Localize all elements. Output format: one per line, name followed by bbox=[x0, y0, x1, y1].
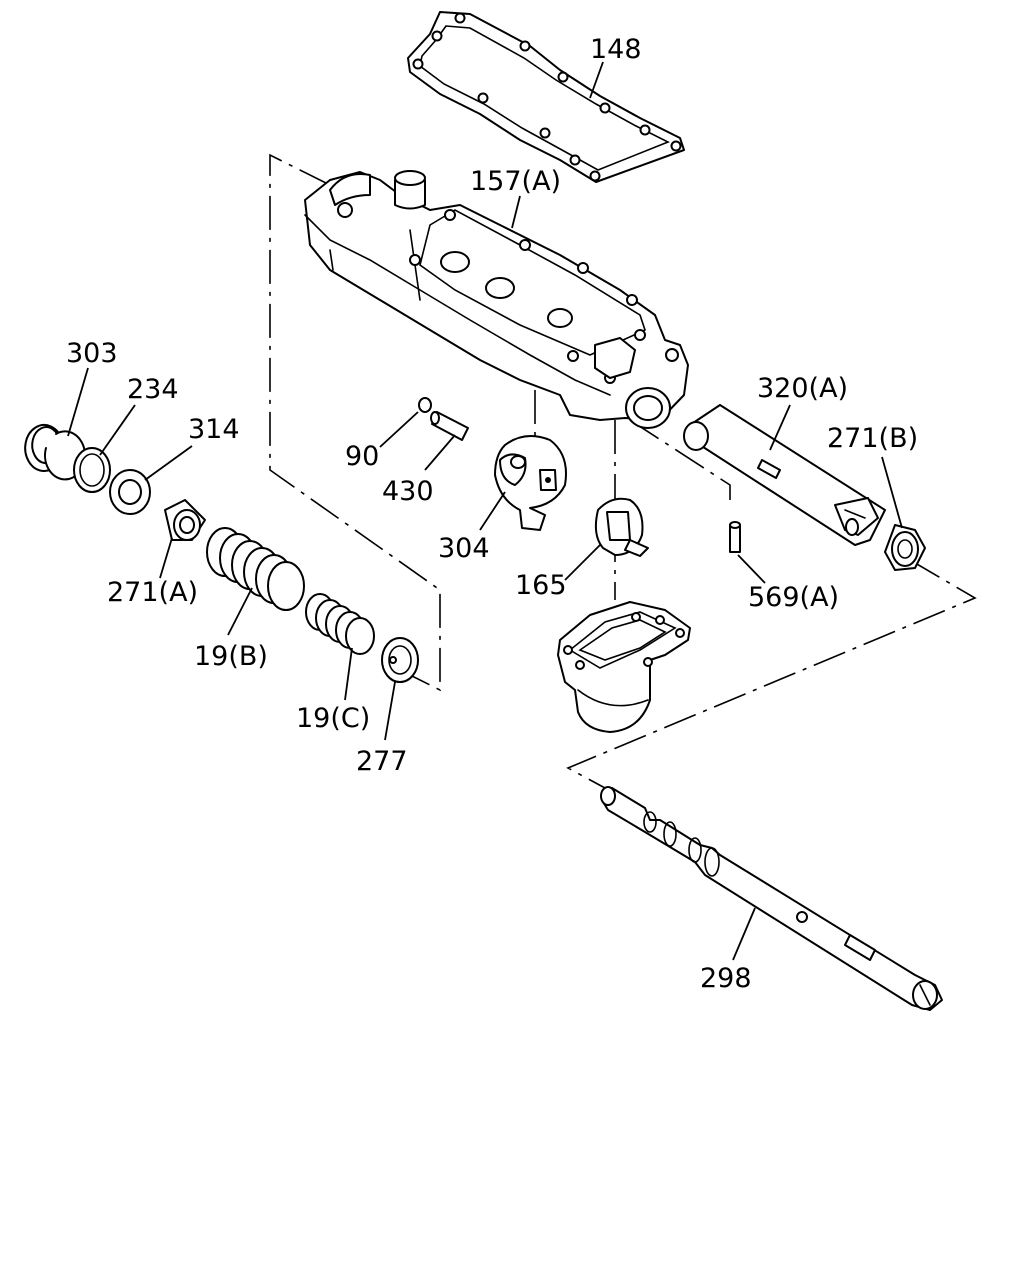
label-157a: 157(A) bbox=[470, 166, 561, 197]
label-304: 304 bbox=[438, 533, 490, 564]
label-148: 148 bbox=[590, 34, 642, 65]
label-234: 234 bbox=[127, 374, 179, 405]
o-ring-90 bbox=[418, 397, 432, 413]
plate-165 bbox=[594, 497, 649, 557]
pin-430 bbox=[430, 411, 469, 441]
pin-569a bbox=[729, 521, 741, 553]
washer-314 bbox=[109, 469, 151, 515]
spring-19b bbox=[206, 527, 305, 611]
label-90: 90 bbox=[345, 441, 379, 472]
leader-lines bbox=[67, 61, 903, 961]
snap-ring-234 bbox=[73, 447, 111, 493]
label-430: 430 bbox=[382, 476, 434, 507]
phantom-lines bbox=[269, 153, 977, 789]
bushing-271b bbox=[884, 524, 926, 571]
label-298: 298 bbox=[700, 963, 752, 994]
label-303: 303 bbox=[66, 338, 118, 369]
spring-19c bbox=[305, 593, 375, 655]
label-277: 277 bbox=[356, 746, 408, 777]
gasket-148 bbox=[407, 11, 685, 183]
lower-housing bbox=[557, 601, 691, 733]
retainer-277 bbox=[381, 637, 419, 683]
label-19b: 19(B) bbox=[194, 641, 268, 672]
label-569a: 569(A) bbox=[748, 582, 839, 613]
label-271b: 271(B) bbox=[827, 423, 918, 454]
label-165: 165 bbox=[515, 570, 567, 601]
sleeve-320a bbox=[683, 404, 886, 546]
shaft-298 bbox=[600, 786, 943, 1011]
label-19c: 19(C) bbox=[296, 703, 370, 734]
lever-304 bbox=[494, 435, 567, 531]
label-314: 314 bbox=[188, 414, 240, 445]
part-labels: 148 157(A) 303 234 314 90 430 320(A) 271… bbox=[66, 34, 918, 994]
label-271a: 271(A) bbox=[107, 577, 198, 608]
housing-157a bbox=[304, 170, 689, 429]
label-320a: 320(A) bbox=[757, 373, 848, 404]
bushing-271a bbox=[164, 499, 206, 541]
